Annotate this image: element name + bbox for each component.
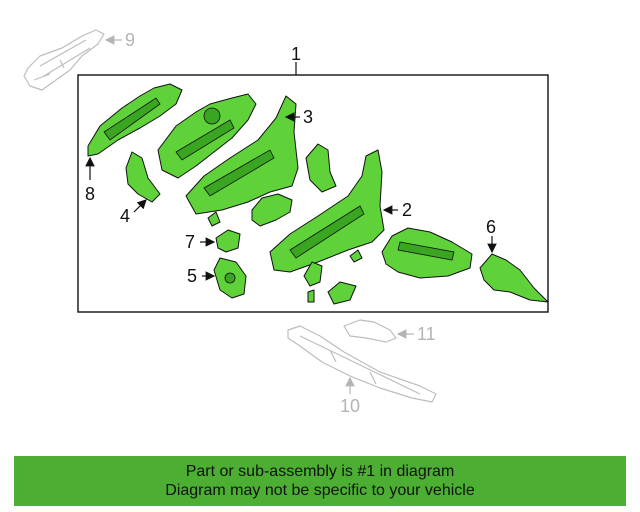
callout-5: 5 — [187, 266, 197, 286]
part-wheelhouse[interactable] — [381, 227, 473, 279]
part-5-mount[interactable] — [213, 257, 247, 299]
part-6-bracket[interactable] — [479, 253, 549, 303]
callout-2: 2 — [402, 200, 412, 220]
part-3-apron[interactable] — [185, 95, 299, 215]
callout-6: 6 — [486, 217, 496, 237]
banner-line-2: Diagram may not be specific to your vehi… — [165, 482, 475, 499]
part-small-bracket-b[interactable] — [303, 261, 323, 287]
part-side-bracket[interactable] — [305, 143, 337, 193]
parts-diagram: 1 2 3 4 5 6 7 8 9 10 11 — [23, 29, 549, 416]
callout-3: 3 — [303, 107, 313, 127]
part-strut-tower-right[interactable] — [251, 193, 293, 227]
callout-1: 1 — [291, 44, 301, 64]
part-strut-tower-left[interactable] — [157, 93, 257, 179]
ghost-part-10 — [287, 325, 437, 403]
part-7-clip[interactable] — [215, 229, 241, 253]
ghost-part-11 — [343, 319, 397, 343]
assembly-frame — [77, 74, 549, 313]
banner-line-1: Part or sub-assembly is #1 in diagram — [185, 463, 455, 480]
leader-4 — [133, 199, 147, 213]
part-2-apron-right[interactable] — [269, 149, 385, 273]
callout-10: 10 — [340, 396, 360, 416]
part-small-bolt[interactable] — [307, 249, 363, 303]
part-4-bracket[interactable] — [125, 151, 161, 203]
callout-11: 11 — [417, 324, 436, 344]
ghost-part-9 — [23, 29, 105, 91]
part-8-rail[interactable] — [87, 83, 183, 157]
info-banner: Part or sub-assembly is #1 in diagram Di… — [14, 456, 626, 506]
callout-4: 4 — [120, 206, 130, 226]
callout-9: 9 — [125, 30, 135, 50]
callout-7: 7 — [185, 232, 195, 252]
callout-8: 8 — [85, 184, 95, 204]
part-lower-bracket[interactable] — [327, 281, 357, 305]
part-small-bracket-a[interactable] — [207, 211, 221, 227]
